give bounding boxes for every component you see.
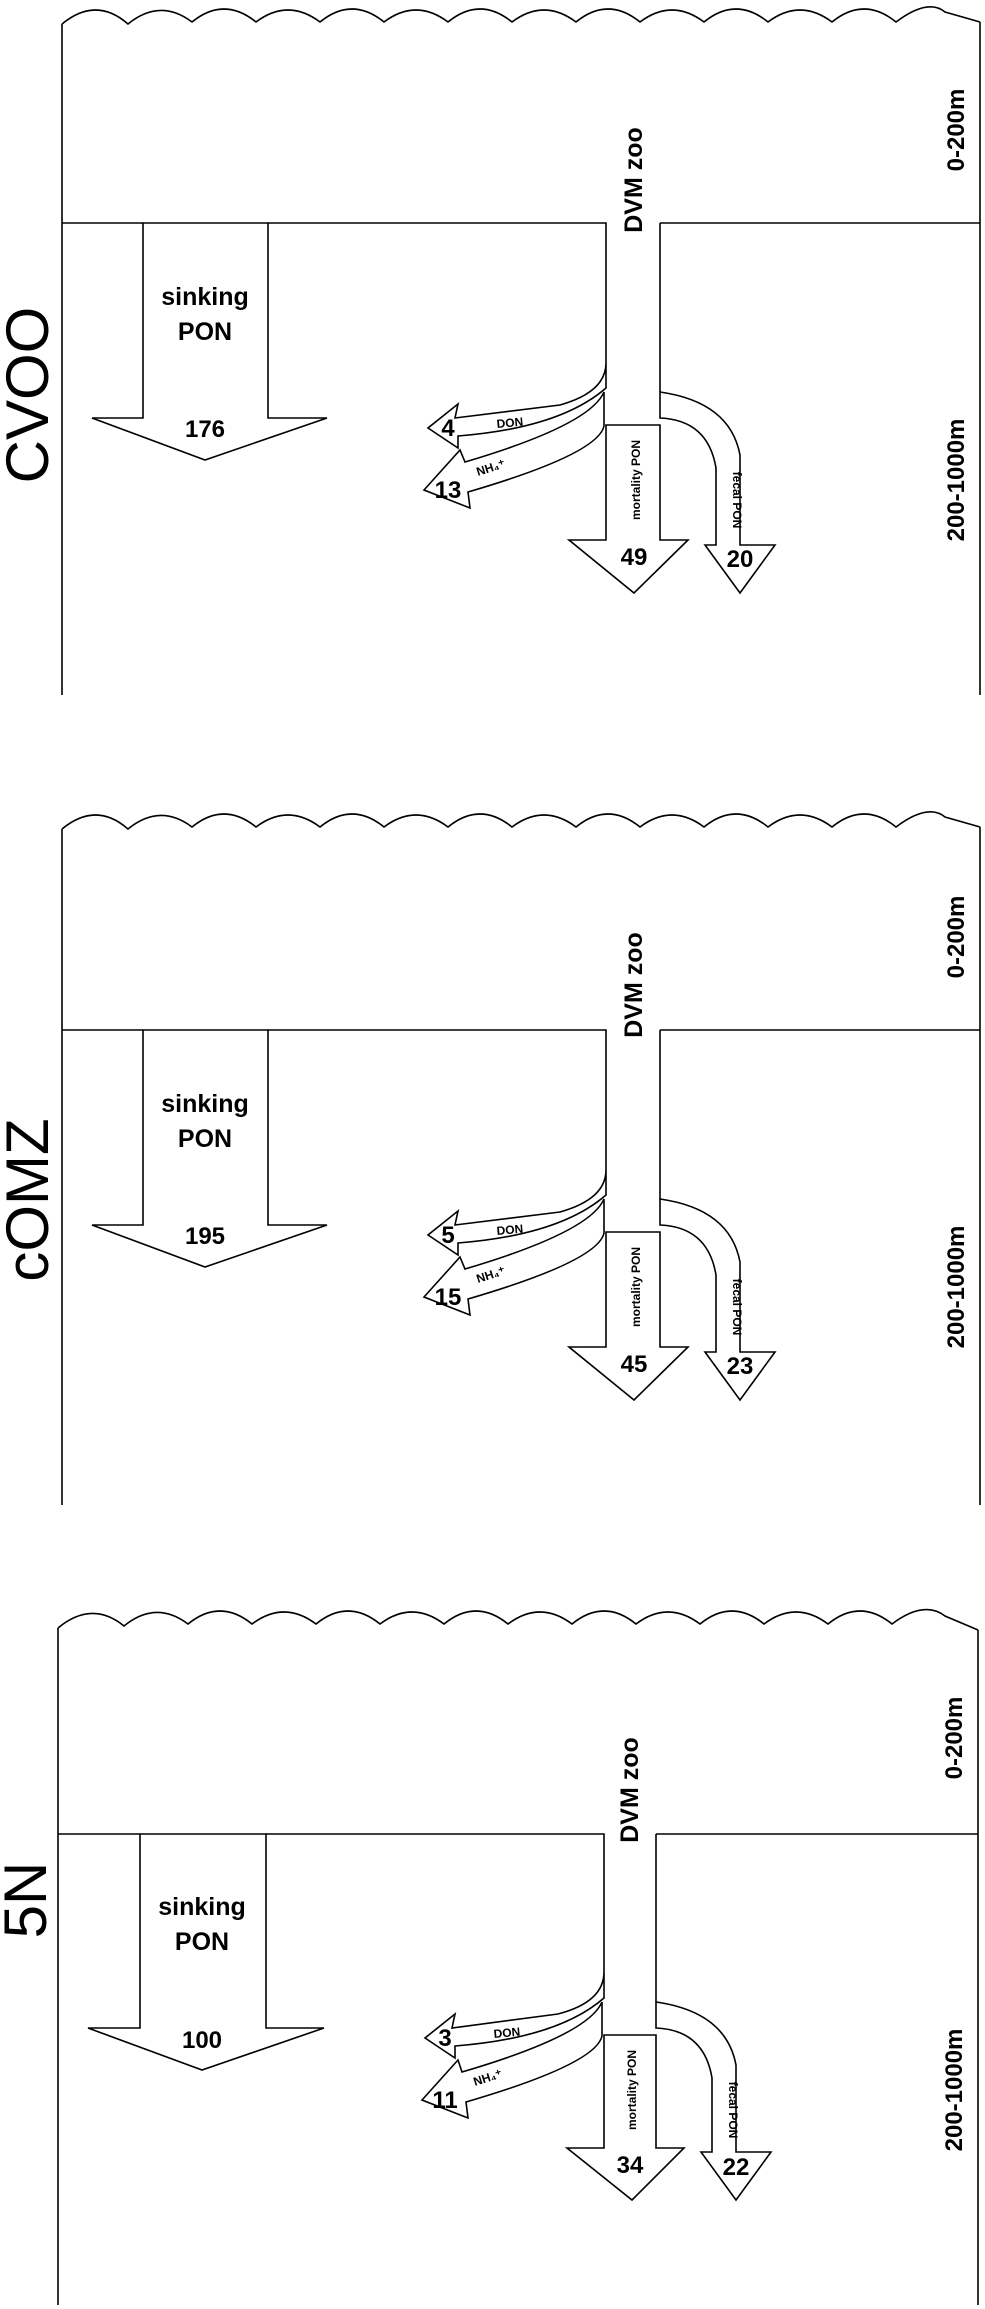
sea-surface-wave [61, 6, 981, 26]
depth-label-upper: 0-200m [943, 896, 970, 979]
don-arrow [423, 1971, 605, 2060]
sinking-pon-value: 176 [185, 416, 225, 443]
fecal-pon-label: fecal PON [730, 1279, 744, 1336]
depth-label-lower: 200-1000m [943, 419, 970, 542]
don-arrow [426, 362, 607, 450]
panel-5n: sinking PON 100 DVM zoo DON 3 NH₄⁺ 11 mo… [0, 1608, 979, 2305]
sinking-pon-label-line2: PON [178, 318, 232, 346]
nh4-value: 15 [435, 1284, 462, 1311]
mortality-pon-value: 34 [617, 2152, 644, 2179]
fecal-pon-arrow [655, 2001, 773, 2202]
panel-cvoo: sinking PON 176 DVM zoo DON 4 NH₄⁺ 13 mo… [0, 6, 981, 695]
mortality-pon-arrow [564, 2034, 686, 2202]
fecal-pon-arrow [659, 1198, 777, 1402]
depth-label-upper: 0-200m [943, 89, 970, 172]
don-arrow [426, 1169, 607, 1257]
fecal-pon-label: fecal PON [726, 2082, 740, 2139]
sinking-pon-label-line1: sinking [161, 283, 249, 311]
fecal-pon-value: 22 [723, 2154, 750, 2181]
dvm-zoo-label: DVM zoo [620, 127, 648, 233]
sea-surface-wave [57, 1608, 979, 1631]
nh4-arrow [420, 2001, 603, 2120]
sinking-pon-value: 195 [185, 1223, 225, 1250]
mortality-pon-label: mortality PON [629, 1247, 643, 1327]
sinking-pon-label-line2: PON [175, 1928, 229, 1956]
station-label: CVOO [0, 307, 61, 484]
mortality-pon-arrow [566, 1231, 690, 1402]
sinking-pon-value: 100 [182, 2027, 222, 2054]
sinking-pon-arrow [87, 1833, 325, 2071]
nh4-arrow [422, 391, 605, 510]
nh4-arrow [422, 1198, 605, 1317]
don-value: 5 [441, 1222, 454, 1249]
dvm-zoo-channel-left [268, 1029, 607, 1170]
dvm-zoo-channel-left [266, 1833, 605, 1972]
don-value: 3 [438, 2025, 451, 2052]
dvm-zoo-label: DVM zoo [616, 1737, 644, 1843]
mortality-pon-value: 45 [621, 1351, 648, 1378]
fecal-pon-arrow [659, 391, 777, 595]
sinking-pon-arrow [91, 1029, 328, 1268]
don-value: 4 [441, 415, 455, 442]
don-label: DON [493, 2025, 521, 2041]
fecal-pon-label: fecal PON [730, 472, 744, 529]
sea-surface-wave [61, 811, 981, 831]
mortality-pon-arrow [566, 424, 690, 595]
nh4-value: 13 [435, 477, 462, 504]
sinking-pon-arrow [91, 222, 328, 461]
mortality-pon-label: mortality PON [629, 440, 643, 520]
mortality-pon-label: mortality PON [625, 2050, 639, 2130]
sinking-pon-label-line2: PON [178, 1125, 232, 1153]
fecal-pon-value: 23 [727, 1353, 754, 1380]
sinking-pon-label-line1: sinking [161, 1090, 249, 1118]
dvm-zoo-channel-left [268, 222, 607, 363]
depth-label-upper: 0-200m [941, 1697, 968, 1780]
dvm-zoo-label: DVM zoo [620, 932, 648, 1038]
depth-label-lower: 200-1000m [943, 1226, 970, 1349]
fecal-pon-value: 20 [727, 546, 754, 573]
don-label: DON [496, 1222, 524, 1238]
sinking-pon-label-line1: sinking [158, 1893, 246, 1921]
don-label: DON [496, 415, 524, 431]
nh4-value: 11 [432, 2087, 457, 2114]
mortality-pon-value: 49 [621, 544, 648, 571]
panel-comz: sinking PON 195 DVM zoo DON 5 NH₄⁺ 15 mo… [0, 811, 981, 1505]
depth-label-lower: 200-1000m [941, 2029, 968, 2152]
station-label: 5N [0, 1862, 59, 1939]
station-label: cOMZ [0, 1118, 61, 1281]
